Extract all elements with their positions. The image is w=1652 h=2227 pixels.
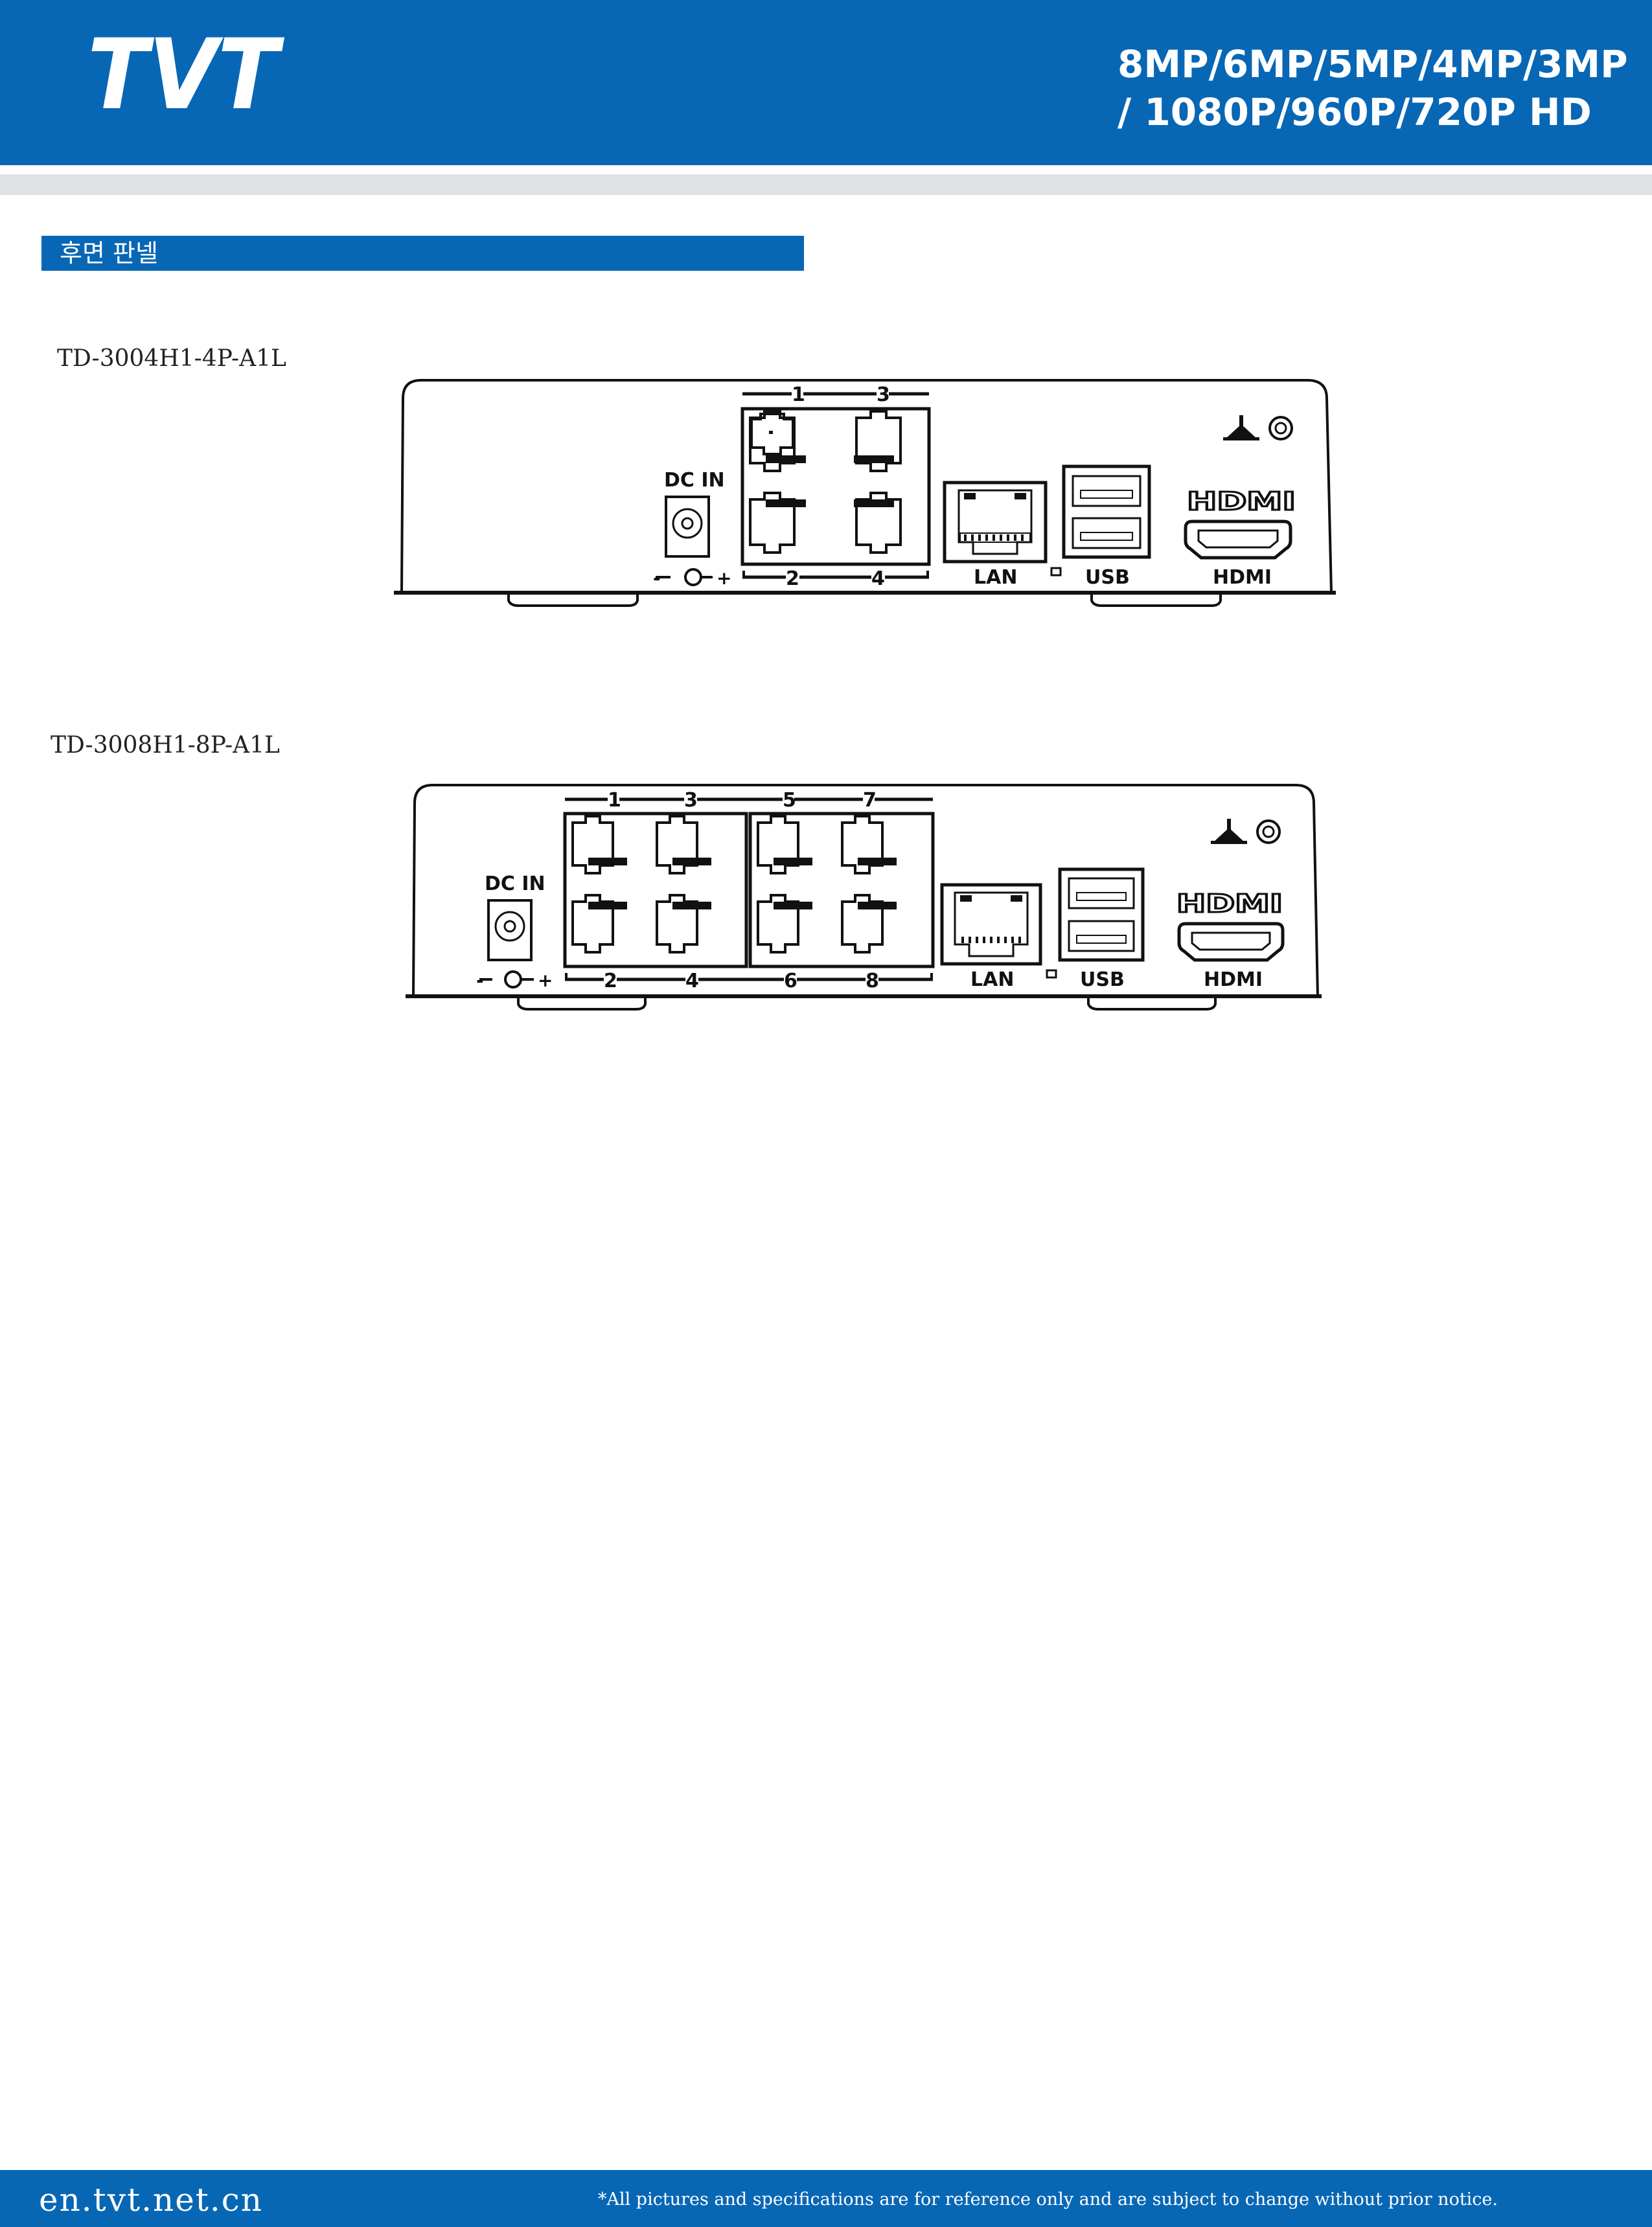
poe-port-4: [656, 894, 698, 954]
poe-port-2: [749, 492, 796, 554]
poe-top-number: 1: [608, 789, 621, 812]
poe-port-6: [757, 894, 799, 954]
section-bar: [41, 236, 804, 271]
poe-port-8: [841, 894, 884, 954]
header-divider: [0, 165, 1652, 174]
header-bar: TVT 8MP/6MP/5MP/4MP/3MP / 1080P/960P/720…: [0, 0, 1652, 165]
poe-bottom-number: 4: [871, 567, 885, 590]
lan-label: LAN: [974, 566, 1017, 589]
foot-left: [507, 594, 639, 607]
poe-bottom-number: 2: [786, 567, 799, 590]
device-1-model: TD-3004H1-4P-A1L: [57, 345, 286, 372]
indicator-led: [1046, 969, 1057, 979]
poe-bottom-number: 8: [866, 970, 879, 992]
poe-port-4: [855, 492, 902, 554]
usb-label: USB: [1080, 968, 1125, 991]
poe-top-number: 3: [684, 789, 698, 812]
dc-in-label: DC IN: [664, 469, 725, 492]
hdmi-logo: HDMI: [1187, 487, 1296, 516]
chassis-outline: [412, 784, 1319, 997]
poe-contacts: [766, 455, 894, 507]
poe-bottom-number: 4: [685, 970, 699, 992]
poe-bottom-number: 6: [784, 970, 797, 992]
poe-top-number: 1: [792, 383, 805, 406]
hdmi-label: HDMI: [1204, 968, 1263, 991]
lan-contacts: [959, 493, 1031, 543]
dc-jack: [487, 899, 533, 961]
usb-port-block: [1062, 464, 1151, 559]
polarity-plus: +: [538, 970, 553, 991]
footer-bar: [0, 2170, 1652, 2227]
hdmi-port: [1177, 922, 1285, 962]
usb-port-1: [1068, 877, 1135, 909]
screw-hole: [1268, 416, 1293, 440]
usb-port-2: [1072, 517, 1141, 549]
tvt-logo: TVT: [87, 19, 285, 131]
hdmi-port: [1184, 520, 1292, 560]
polarity-minus: -: [653, 567, 661, 589]
indicator-led: [1050, 567, 1062, 577]
usb-label: USB: [1085, 566, 1130, 589]
poe-port-block: [740, 407, 931, 566]
poe-port-block: [748, 812, 935, 968]
usb-port-block: [1058, 867, 1145, 962]
logo-text: TVT: [87, 19, 285, 131]
ground-icon: [1211, 819, 1247, 844]
dc-jack: [665, 496, 710, 558]
footer-url[interactable]: en.tvt.net.cn: [39, 2181, 263, 2219]
poe-top-number: 5: [783, 789, 796, 812]
usb-port-2: [1068, 920, 1135, 952]
footer-disclaimer: *All pictures and specifications are for…: [597, 2189, 1498, 2210]
rear-panel-4ch: DC IN - + 1 3 2 4 LAN USB HDMI HDMI: [394, 379, 1336, 607]
section-title: 후면 판넬: [60, 239, 158, 268]
usb-port-1: [1072, 475, 1141, 507]
poe-port-1: [750, 413, 794, 455]
lan-port: [943, 481, 1048, 564]
screw-hole: [1256, 819, 1281, 844]
poe-bottom-number: 2: [604, 970, 617, 992]
poe-port-block: [563, 812, 748, 968]
poe-contacts: [588, 858, 897, 909]
dc-in-label: DC IN: [485, 873, 545, 895]
foot-left: [517, 998, 647, 1011]
lan-port: [940, 883, 1042, 966]
device-2-model: TD-3008H1-8P-A1L: [51, 732, 280, 759]
ground-icon: [1223, 415, 1259, 440]
hdmi-logo: HDMI: [1176, 889, 1283, 918]
polarity-symbol: [504, 970, 522, 988]
poe-top-number: 3: [877, 383, 890, 406]
rear-panel-8ch: DC IN - + 1 3 5 7 2 4 6 8 LAN USB HDMI H…: [406, 784, 1322, 1011]
hdmi-label: HDMI: [1213, 566, 1272, 589]
lan-contacts: [960, 895, 1022, 943]
page-title: 8MP/6MP/5MP/4MP/3MP / 1080P/960P/720P HD: [1118, 42, 1628, 134]
lan-label: LAN: [970, 968, 1014, 991]
foot-right: [1090, 594, 1222, 607]
polarity-minus: -: [476, 970, 484, 991]
poe-top-number: 7: [863, 789, 877, 812]
polarity-plus: +: [717, 567, 731, 589]
foot-right: [1087, 998, 1217, 1011]
poe-port-2: [571, 894, 614, 954]
header-stripe: [0, 174, 1652, 195]
polarity-symbol: [684, 568, 702, 586]
chassis-outline: [400, 379, 1333, 593]
